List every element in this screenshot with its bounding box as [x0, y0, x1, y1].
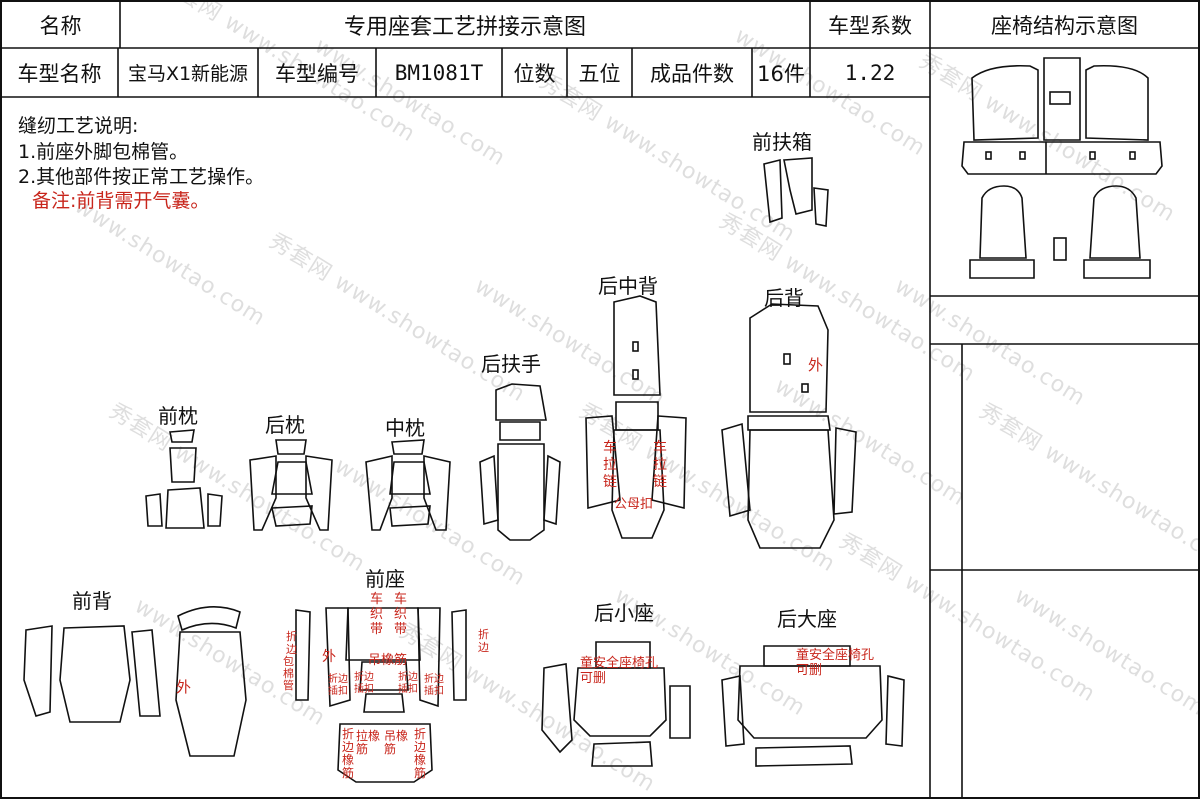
label-rear-big-seat: 后大座	[777, 607, 837, 631]
mark-fold-buckle-2: 折边插扣	[354, 672, 374, 695]
mid-pillow-pieces	[365, 439, 451, 531]
structure-label: 座椅结构示意图	[991, 13, 1138, 38]
rear-big-seat-pieces	[721, 645, 905, 767]
rear-mid-back-pieces	[585, 295, 687, 539]
pattern-pieces	[23, 157, 905, 783]
mark-pipe: 包棉管	[283, 655, 294, 692]
label-rear-pillow: 后枕	[265, 413, 305, 437]
label-rear-small-seat: 后小座	[594, 601, 654, 625]
label-front-box: 前扶箱	[752, 130, 812, 154]
mark-fold-edge-left: 折边	[286, 630, 297, 656]
label-rear-mid-back: 后中背	[598, 274, 658, 298]
name-label: 名称	[39, 13, 82, 38]
seats-value: 五位	[578, 61, 621, 86]
mark-outer-front-seat: 外	[322, 649, 336, 665]
mark-outer-rear-back: 外	[808, 356, 824, 374]
mark-zip-2: 车拉链	[653, 440, 667, 490]
model-code-label: 车型编号	[275, 61, 359, 86]
label-front-back: 前背	[72, 589, 112, 613]
mark-hang-rubber-2: 吊橡筋	[384, 729, 409, 756]
label-mid-pillow: 中枕	[385, 416, 425, 440]
rear-small-seat-pieces	[541, 641, 691, 767]
mark-pull-rubber: 拉橡筋	[356, 729, 381, 756]
notes-line-1: 1.前座外脚包棉管。	[18, 141, 189, 163]
seats-label: 位数	[513, 61, 556, 86]
mark-zip-1: 车拉链	[603, 440, 617, 490]
notes-title: 缝纫工艺说明:	[18, 115, 139, 137]
label-rear-back: 后背	[764, 286, 804, 310]
mark-fold-rubber-1: 折边橡筋	[342, 727, 355, 780]
model-name: 宝马X1新能源	[127, 63, 249, 85]
mark-webbing-2: 车织带	[394, 592, 408, 637]
notes-line-2: 2.其他部件按正常工艺操作。	[18, 166, 265, 188]
coef-label: 车型系数	[828, 13, 912, 38]
mark-zip-note: 公母扣	[614, 497, 654, 512]
front-back-pieces	[23, 606, 247, 757]
label-front-pillow: 前枕	[158, 404, 198, 428]
front-seat-pieces	[295, 607, 467, 783]
front-box-pieces	[763, 157, 829, 227]
mark-hang-rubber: 吊橡筋	[368, 653, 408, 668]
model-name-label: 车型名称	[17, 61, 102, 86]
mark-fold-rubber-2: 折边橡筋	[414, 727, 427, 780]
mark-webbing-1: 车织带	[370, 592, 384, 637]
label-front-seat: 前座	[365, 567, 405, 591]
pieces-value: 16件	[757, 61, 805, 86]
rear-armrest-pieces	[479, 383, 561, 541]
seat-structure-diagram	[961, 57, 1163, 279]
model-code: BM1081T	[394, 60, 484, 85]
rear-back-pieces	[721, 303, 857, 549]
mark-fold-edge-right: 折边	[478, 628, 489, 654]
mark-child-safety-small: 童安全座椅孔可删	[580, 656, 659, 686]
page-title: 专用座套工艺拼接示意图	[343, 14, 586, 40]
rear-pillow-pieces	[249, 439, 333, 531]
front-pillow-pieces	[145, 429, 223, 529]
mark-outer-front-back: 外	[176, 678, 192, 696]
pieces-label: 成品件数	[650, 61, 734, 86]
coef-value: 1.22	[844, 60, 896, 85]
mark-fold-buckle-4: 折边插扣	[424, 674, 444, 697]
label-rear-armrest: 后扶手	[481, 352, 541, 376]
notes-remark: 备注:前背需开气囊。	[32, 190, 210, 212]
mark-child-safety-big: 童安全座椅孔可删	[796, 648, 875, 678]
mark-fold-buckle-3: 折边插扣	[398, 672, 418, 695]
mark-fold-buckle-1: 折边插扣	[328, 674, 348, 697]
